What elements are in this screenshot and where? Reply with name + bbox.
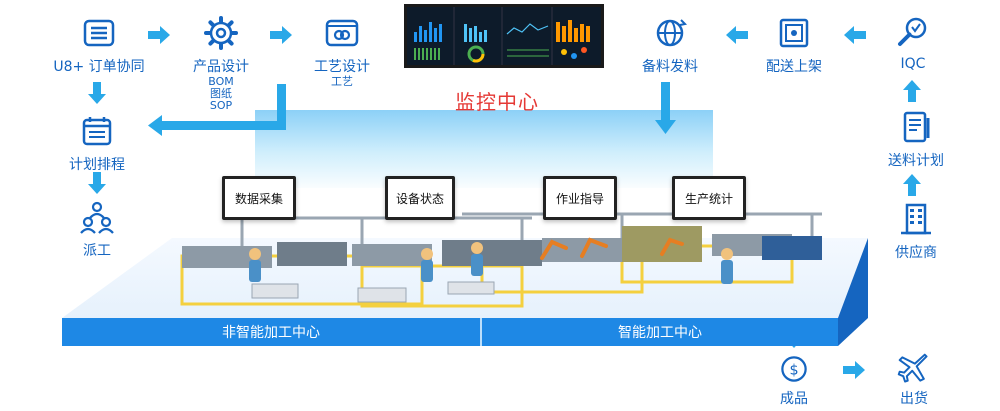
product-sub-sop: SOP xyxy=(209,99,233,112)
arrow-plan-to-dispatch xyxy=(88,172,106,194)
prep-down-shaft xyxy=(661,82,670,122)
screen-data-collection: 数据采集 xyxy=(222,176,296,220)
order-collab-label: U8+ 订单协同 xyxy=(53,59,145,75)
monitor-beam xyxy=(255,110,713,188)
dashboard-monitor xyxy=(404,4,604,68)
process-design-label: 工艺设计 xyxy=(314,59,370,75)
iqc-label: IQC xyxy=(900,56,926,72)
screen-equipment-status: 设备状态 xyxy=(385,176,455,220)
safe-icon xyxy=(779,18,809,48)
building-icon xyxy=(901,203,931,235)
magnifier-icon xyxy=(898,17,927,46)
arrow-order-to-product xyxy=(148,26,170,44)
arrow-product-to-process xyxy=(270,26,292,44)
plan-schedule-node: 计划排程 xyxy=(62,112,132,174)
dispatch-node: 派工 xyxy=(72,198,122,260)
shipping-label: 出货 xyxy=(900,391,928,407)
screen-work-guidance: 作业指导 xyxy=(543,176,617,220)
elbow-head xyxy=(148,115,162,136)
shelving-node: 配送上架 xyxy=(756,14,832,76)
arrow-delivery-to-iqc xyxy=(903,80,921,102)
card-icon xyxy=(325,19,359,47)
money-icon: $ xyxy=(781,356,807,382)
monitor-center-title: 监控中心 xyxy=(455,90,539,114)
document-icon xyxy=(903,111,930,143)
platform-zone-bar: 非智能加工中心 智能加工中心 xyxy=(62,318,838,346)
product-sub-drawing: 图纸 xyxy=(210,87,232,100)
elbow-horizontal xyxy=(160,121,286,130)
material-prep-label: 备料发料 xyxy=(642,59,698,75)
finished-goods-label: 成品 xyxy=(780,391,808,407)
arrow-order-to-plan xyxy=(88,82,106,104)
non-smart-zone-label: 非智能加工中心 xyxy=(62,318,482,346)
screen-production-stats: 生产统计 xyxy=(672,176,746,220)
shelving-label: 配送上架 xyxy=(766,59,822,75)
airplane-icon xyxy=(897,353,928,383)
globe-icon xyxy=(656,19,688,47)
factory-scene xyxy=(180,212,822,308)
arrow-iqc-to-shelf xyxy=(844,26,866,44)
dispatch-label: 派工 xyxy=(83,243,111,259)
material-prep-node: 备料发料 xyxy=(632,14,708,76)
shipping-node: 出货 xyxy=(892,352,936,408)
product-design-label: 产品设计 xyxy=(193,59,249,75)
supplier-node: 供应商 xyxy=(886,200,946,262)
product-design-node: 产品设计 BOM 图纸 SOP xyxy=(182,14,260,112)
elbow-vertical xyxy=(277,84,286,130)
order-collab-node: U8+ 订单协同 xyxy=(50,14,148,76)
delivery-plan-node: 送料计划 xyxy=(878,108,954,170)
process-sub: 工艺 xyxy=(331,75,353,88)
arrow-shelf-to-prep xyxy=(726,26,748,44)
people-icon xyxy=(80,201,114,234)
iqc-node: IQC xyxy=(888,14,938,72)
delivery-plan-label: 送料计划 xyxy=(888,153,944,169)
arrow-supplier-to-delivery xyxy=(903,174,921,196)
supplier-label: 供应商 xyxy=(895,245,937,261)
arrow-finished-to-shipping xyxy=(843,361,865,379)
process-design-node: 工艺设计 工艺 xyxy=(302,14,382,88)
calendar-icon xyxy=(82,117,112,146)
prep-down-head xyxy=(655,120,676,134)
smart-zone-label: 智能加工中心 xyxy=(618,325,702,341)
plan-schedule-label: 计划排程 xyxy=(69,157,125,173)
svg-text:$: $ xyxy=(789,362,798,378)
gear-icon xyxy=(204,16,238,50)
finished-goods-node: $ 成品 xyxy=(772,352,816,408)
list-icon xyxy=(83,19,115,47)
product-sub-bom: BOM xyxy=(208,75,234,88)
